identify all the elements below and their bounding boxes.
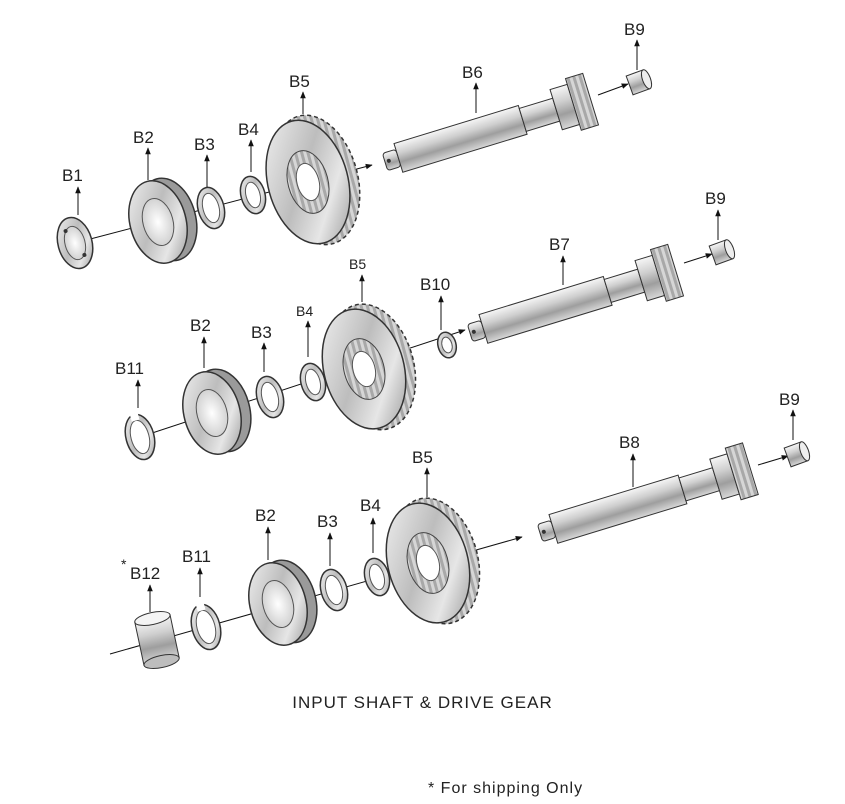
- label-b12: B12: [130, 564, 160, 583]
- label-b8: B8: [619, 433, 640, 452]
- label-b9: B9: [779, 390, 800, 409]
- label-b9: B9: [624, 20, 645, 39]
- part-b12-sleeve: [134, 611, 180, 669]
- part-b5-gear: [385, 497, 481, 625]
- row-2-assembly: B11 B2 B3 B4 B5 B10 B7 B9: [115, 189, 736, 461]
- centerline: [597, 83, 629, 96]
- label-b4: B4: [296, 303, 313, 319]
- label-b4: B4: [360, 496, 381, 515]
- row-1-assembly: B1 B2 B3 B4 B5 B6 B9: [56, 20, 653, 270]
- part-b1-collar: [56, 216, 94, 270]
- diagram-caption: INPUT SHAFT & DRIVE GEAR: [292, 693, 553, 712]
- label-b5: B5: [412, 448, 433, 467]
- part-b4-ring: [363, 557, 391, 597]
- part-b9-bushing: [625, 69, 653, 96]
- label-b6: B6: [462, 63, 483, 82]
- part-b4-ring: [239, 175, 267, 215]
- label-b4: B4: [238, 120, 259, 139]
- part-b3-ring: [319, 568, 349, 612]
- label-b2: B2: [133, 128, 154, 147]
- part-b3-ring: [255, 375, 285, 419]
- label-b5: B5: [349, 256, 366, 272]
- part-b10-ring: [436, 331, 458, 359]
- part-b2-bearing: [128, 177, 198, 264]
- label-b3: B3: [317, 512, 338, 531]
- centerline: [683, 253, 713, 264]
- label-b5: B5: [289, 72, 310, 91]
- label-b11: B11: [182, 547, 211, 566]
- part-b5-gear: [265, 114, 361, 246]
- label-b7: B7: [549, 235, 570, 254]
- label-b2: B2: [255, 506, 276, 525]
- label-b10: B10: [420, 275, 450, 294]
- shipping-footnote: * For shipping Only: [428, 780, 584, 797]
- label-b3: B3: [251, 323, 272, 342]
- part-b3-ring: [196, 186, 226, 230]
- part-b2-bearing: [182, 368, 252, 455]
- label-b11: B11: [115, 359, 144, 378]
- part-b7-shaft: [467, 243, 685, 344]
- part-b9-bushing: [783, 441, 811, 468]
- part-b5-gear: [321, 303, 417, 431]
- part-b2-bearing: [248, 559, 318, 646]
- part-b8-shaft: [537, 442, 759, 544]
- label-b3: B3: [194, 135, 215, 154]
- row-3-assembly: * B12 B11 B2 B3 B4 B5 B8 B9: [109, 390, 811, 669]
- label-b1: B1: [62, 166, 83, 185]
- centerline: [757, 455, 789, 466]
- part-b11-snap-ring: [190, 602, 222, 651]
- asterisk-mark: *: [121, 556, 127, 572]
- part-b9-bushing: [708, 239, 736, 266]
- part-b11-snap-ring: [124, 412, 156, 461]
- part-b6-shaft: [382, 72, 600, 173]
- label-b2: B2: [190, 316, 211, 335]
- label-b9: B9: [705, 189, 726, 208]
